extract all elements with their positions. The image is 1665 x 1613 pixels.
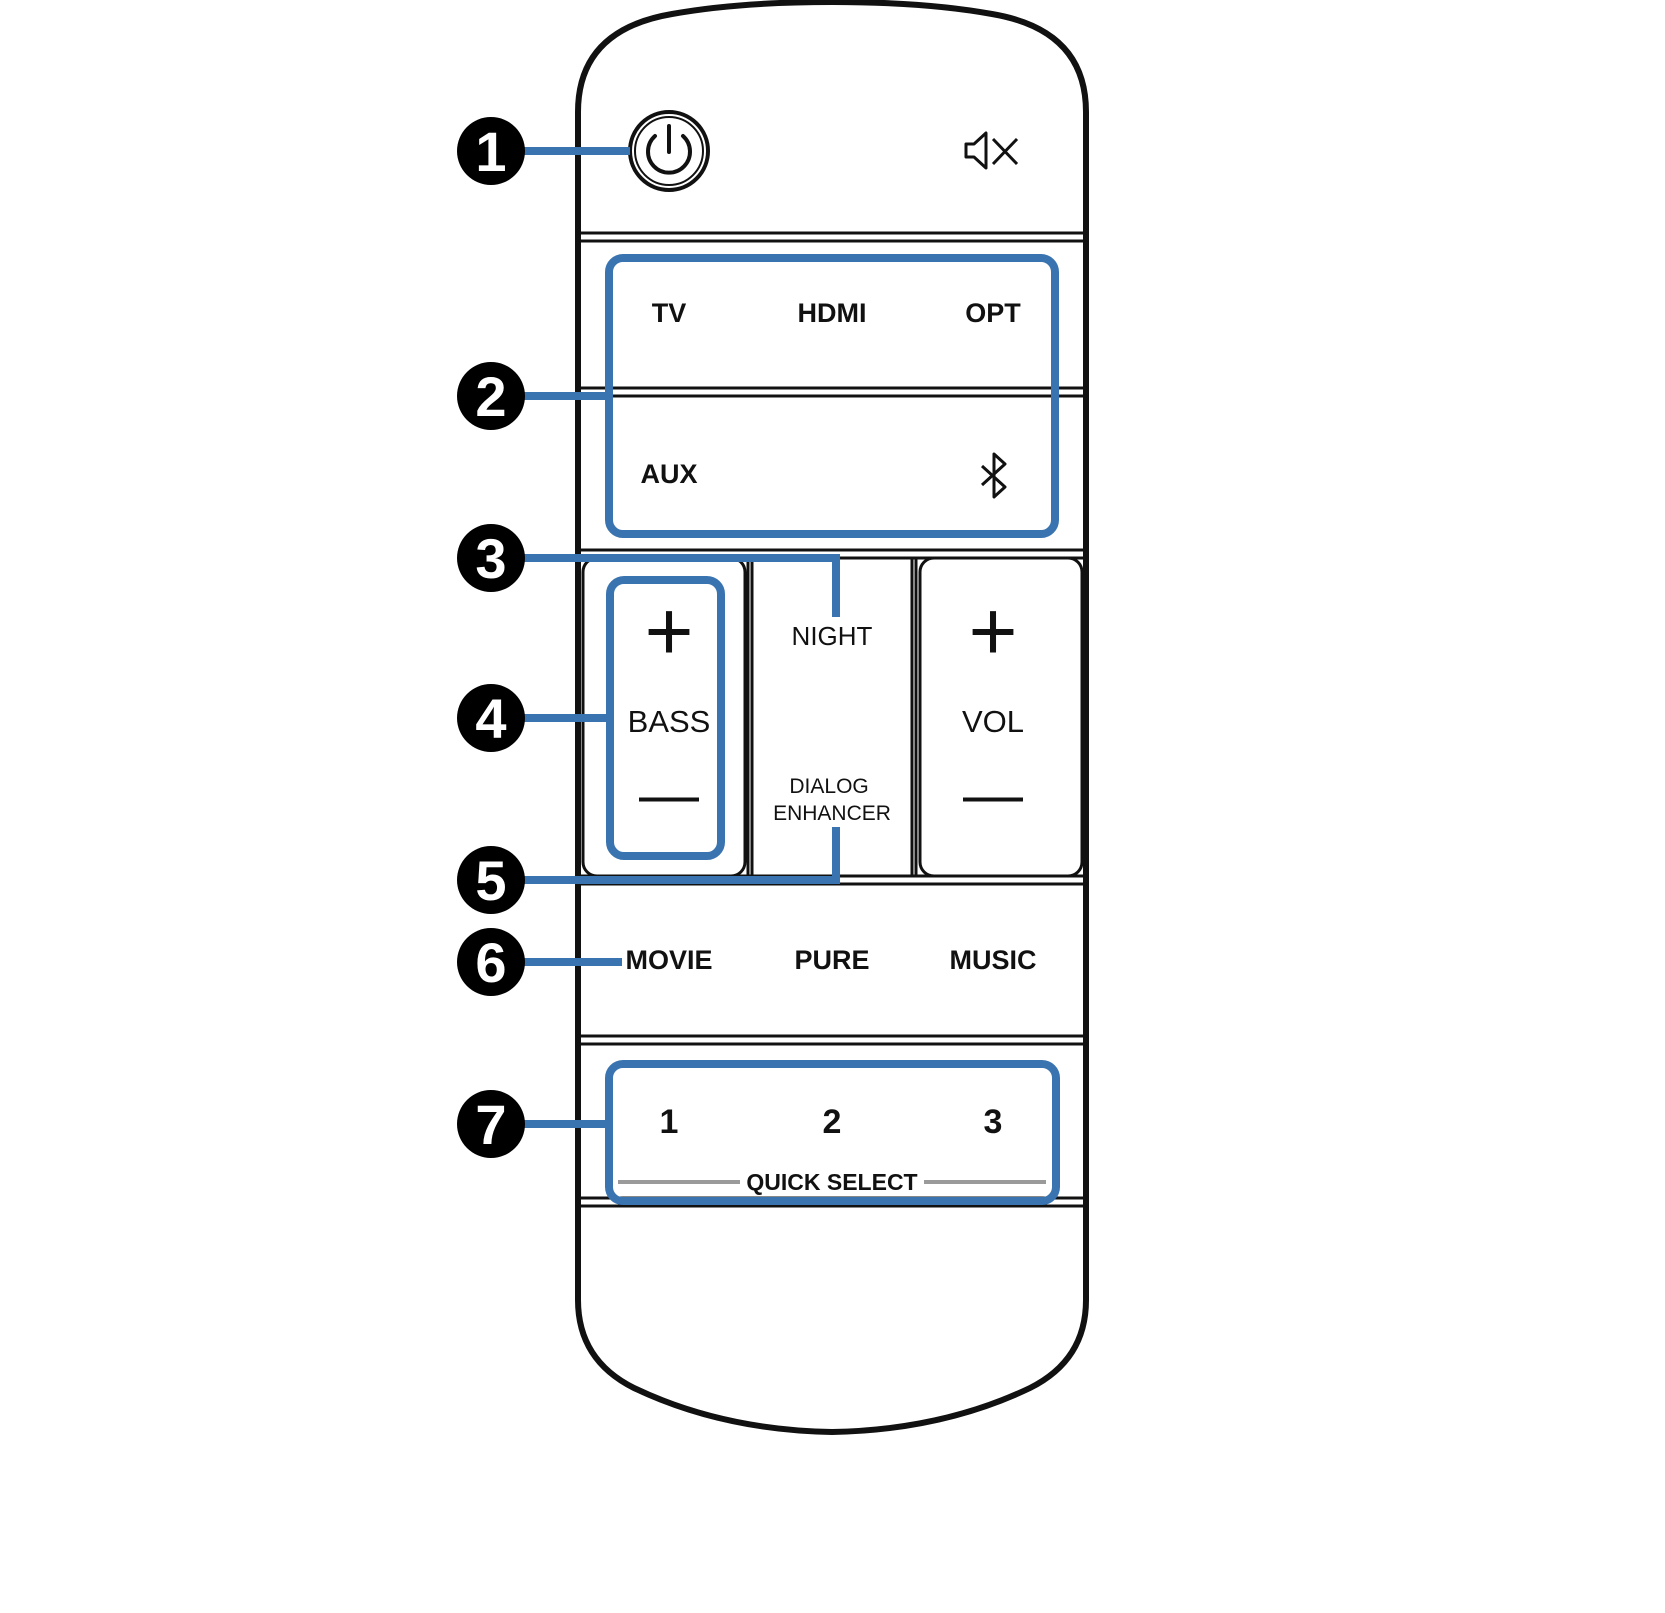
bass-plus-button[interactable]: + (644, 584, 693, 678)
mute-button[interactable] (964, 131, 1019, 170)
bass-label: BASS (628, 704, 711, 739)
svg-text:6: 6 (475, 931, 506, 994)
callout-badge-1: 1 (457, 117, 525, 185)
quick-select-3-button[interactable]: 3 (984, 1103, 1003, 1141)
callout-badge-3: 3 (457, 524, 525, 592)
mute-icon (964, 131, 1019, 170)
vol-minus-button[interactable]: — (963, 761, 1023, 828)
vol-plus-button[interactable]: + (968, 584, 1017, 678)
hdmi-button[interactable]: HDMI (798, 298, 867, 328)
callout-badge-4: 4 (457, 684, 525, 752)
power-button[interactable] (628, 110, 710, 192)
opt-button[interactable]: OPT (965, 298, 1021, 328)
dialog-enhancer-line1: DIALOG (789, 775, 868, 798)
bluetooth-icon (980, 452, 1007, 499)
svg-text:1: 1 (475, 120, 506, 183)
quick-select-label: QUICK SELECT (746, 1169, 917, 1195)
callout-badge-5: 5 (457, 846, 525, 914)
callout-badge-2: 2 (457, 362, 525, 430)
pure-button[interactable]: PURE (794, 945, 869, 975)
tv-button[interactable]: TV (652, 298, 687, 328)
movie-button[interactable]: MOVIE (625, 945, 712, 975)
svg-text:5: 5 (475, 849, 506, 912)
svg-text:7: 7 (475, 1093, 506, 1156)
callout-badge-7: 7 (457, 1090, 525, 1158)
quick-select-1-button[interactable]: 1 (660, 1103, 679, 1141)
svg-text:2: 2 (475, 365, 506, 428)
bluetooth-button[interactable] (980, 452, 1007, 499)
power-icon (646, 124, 692, 175)
aux-button[interactable]: AUX (640, 459, 697, 489)
svg-text:4: 4 (475, 687, 506, 750)
callout-badge-6: 6 (457, 928, 525, 996)
vol-label: VOL (962, 704, 1024, 739)
dialog-enhancer-line2: ENHANCER (773, 802, 891, 825)
remote-body (575, 0, 1089, 1436)
callout-badges: 1 2 3 4 5 6 7 (457, 117, 525, 1158)
music-button[interactable]: MUSIC (950, 945, 1037, 975)
night-button[interactable]: NIGHT (792, 621, 873, 651)
callout-box-7 (605, 1060, 1060, 1205)
bass-minus-button[interactable]: — (639, 761, 699, 828)
callout-leaders (522, 147, 840, 1128)
quick-select-2-button[interactable]: 2 (823, 1103, 842, 1141)
dialog-enhancer-button[interactable]: DIALOG ENHANCER (773, 775, 891, 825)
svg-text:3: 3 (475, 527, 506, 590)
vol-button-frame (918, 556, 1084, 878)
